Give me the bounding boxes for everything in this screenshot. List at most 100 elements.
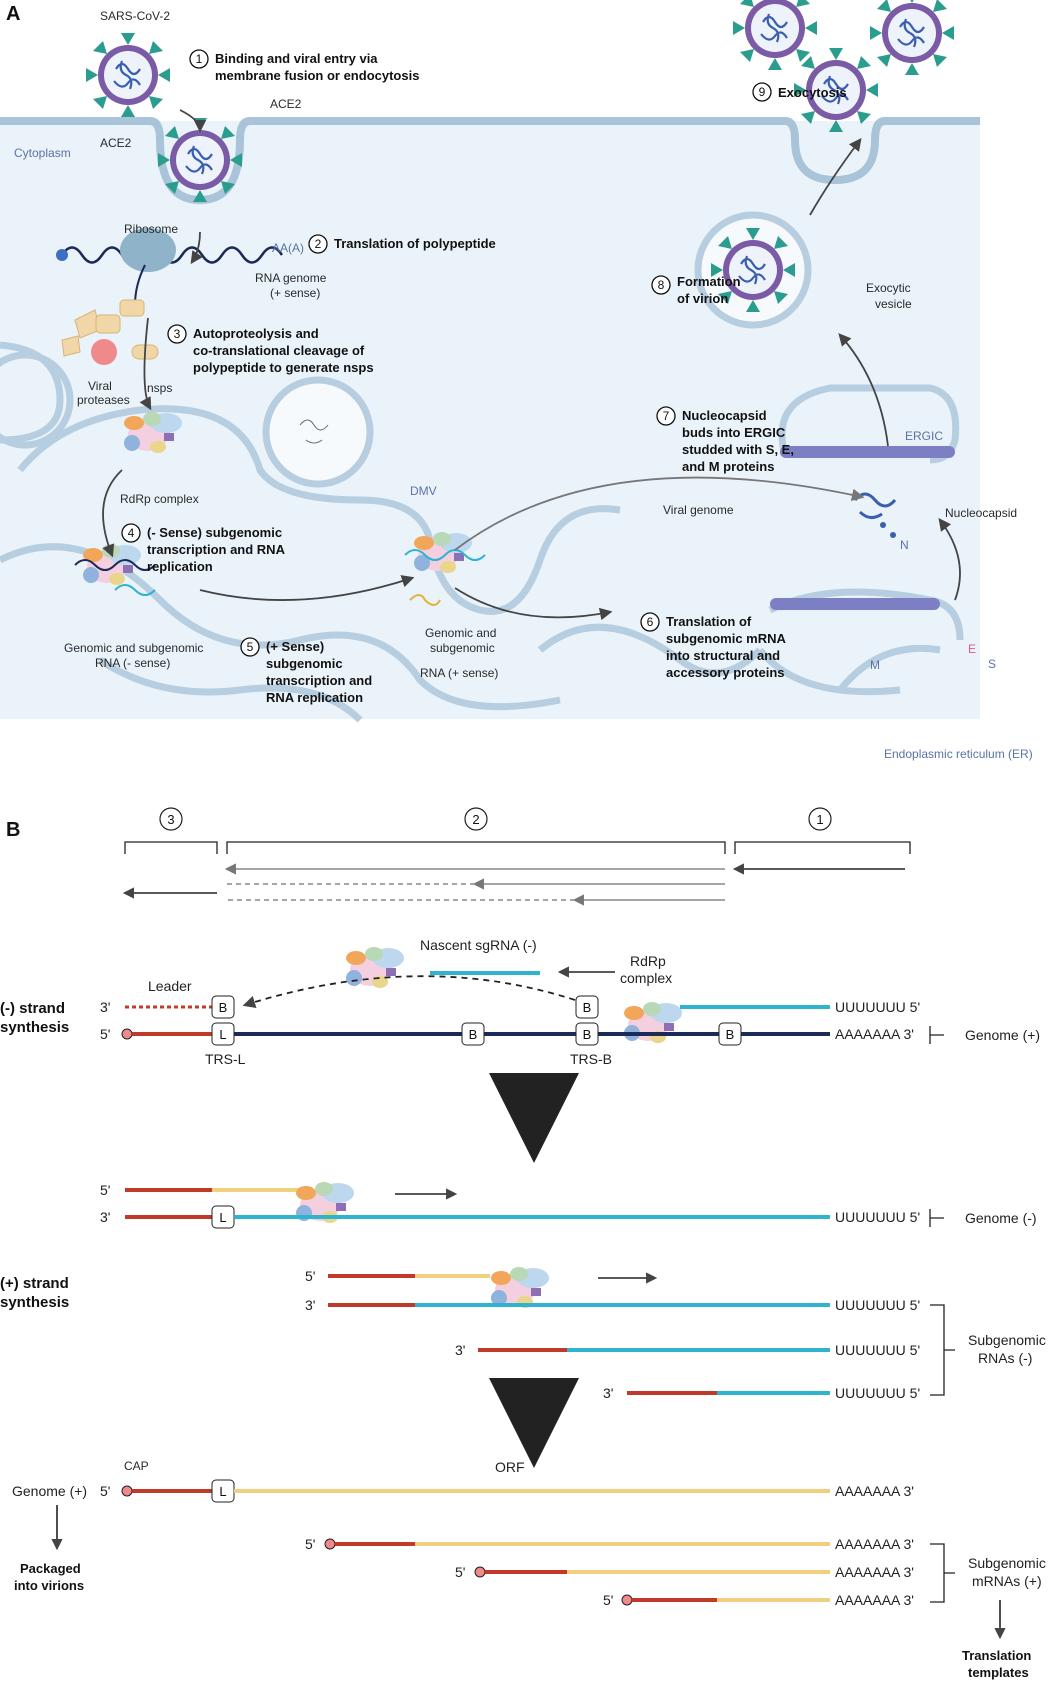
svg-text:replication: replication	[147, 559, 213, 574]
ribosome-icon	[120, 228, 176, 272]
svg-text:6: 6	[647, 615, 654, 629]
box-l-final: L	[211, 1479, 235, 1503]
box-b-genome-3: B	[718, 1022, 742, 1046]
released-virion-icon-1	[731, 0, 819, 72]
bracket-badge-1: 1	[808, 807, 832, 831]
ergic-protein-row	[780, 446, 955, 458]
orf-label: ORF	[495, 1459, 525, 1475]
svg-text:membrane fusion or endocytosis: membrane fusion or endocytosis	[215, 68, 419, 83]
translation-label-1: Translation	[962, 1648, 1031, 1663]
dmv-rna-tangle	[299, 419, 329, 444]
box-b-upper: B	[575, 995, 599, 1019]
exocytic-vesicle-label-2: vesicle	[875, 297, 912, 311]
exocytic-vesicle-label-1: Exocytic	[866, 281, 911, 295]
genome-negative-label: Genome (-)	[965, 1210, 1037, 1226]
box-l-genome-neg: L	[211, 1205, 235, 1229]
step-6: 6 Translation of subgenomic mRNA into st…	[640, 612, 787, 680]
genome-cap-icon	[121, 1028, 133, 1040]
svg-text:RNA replication: RNA replication	[266, 690, 363, 705]
svg-text:subgenomic: subgenomic	[266, 656, 343, 671]
final-genome-5prime: 5'	[100, 1483, 110, 1499]
svg-text:2: 2	[472, 812, 479, 827]
sg-rna-bracket	[930, 1304, 955, 1396]
svg-text:into structural and: into structural and	[666, 648, 780, 663]
released-virion-icon-3	[868, 0, 956, 77]
neg-synthesis-label-2: synthesis	[0, 1019, 69, 1036]
box-b-genome-1: B	[461, 1022, 485, 1046]
neg-synthesis-label-1: (-) strand	[0, 1000, 65, 1017]
sg3-3prime: 3'	[603, 1385, 613, 1401]
step-3: 3 Autoproteolysis and co-translational c…	[167, 324, 374, 375]
svg-text:Exocytosis: Exocytosis	[778, 85, 847, 100]
s-protein-label: S	[988, 657, 996, 671]
rdrp-template-icon	[624, 1002, 682, 1043]
svg-text:and M proteins: and M proteins	[682, 459, 774, 474]
rdrp-sg-icon	[491, 1267, 549, 1308]
viral-genome-label: Viral genome	[663, 503, 734, 517]
viral-proteases-label-2: proteases	[77, 393, 130, 407]
copy-5prime: 5'	[100, 1182, 110, 1198]
leader-label: Leader	[148, 978, 192, 994]
step-9: 9 Exocytosis	[752, 82, 847, 102]
box-b-genome-2: B	[575, 1022, 599, 1046]
svg-text:studded with S, E,: studded with S, E,	[682, 442, 794, 457]
final-genome-a3: AAAAAAA 3'	[835, 1483, 914, 1499]
subgenomic-mrnas-label-1: Subgenomic	[968, 1555, 1046, 1571]
svg-text:of virion: of virion	[677, 291, 728, 306]
panel-b-label: B	[6, 819, 20, 841]
step-5: 5 (+ Sense) subgenomic transcription and…	[240, 637, 372, 705]
e-protein-label: E	[968, 642, 976, 656]
svg-text:transcription and: transcription and	[266, 673, 372, 688]
svg-text:Formation: Formation	[677, 274, 741, 289]
rna-cap-icon	[56, 249, 68, 261]
svg-text:Translation of: Translation of	[666, 614, 752, 629]
mrna1-a3: AAAAAAA 3'	[835, 1536, 914, 1552]
genome-positive-final-label: Genome (+)	[12, 1483, 87, 1499]
svg-text:B: B	[219, 1000, 228, 1015]
synthesis-direction-arrows	[122, 863, 905, 906]
m-protein-label: M	[870, 658, 880, 672]
endocytosed-virion-icon	[156, 116, 244, 204]
rdrp-complex-label: RdRp complex	[120, 492, 199, 506]
step-2: 2 Translation of polypeptide	[308, 234, 496, 254]
svg-text:2: 2	[315, 237, 322, 251]
packaged-label-2: into virions	[14, 1578, 84, 1593]
dmv-membrane	[262, 376, 374, 488]
template-switch-arrow	[242, 975, 576, 1008]
mrna3-5prime: 5'	[603, 1592, 613, 1608]
subgenomic-mrnas-label-2: mRNAs (+)	[972, 1573, 1042, 1589]
genome-neg-u5: UUUUUUU 5'	[835, 1209, 920, 1225]
rna-genome-strand	[60, 246, 284, 264]
genome-a3: AAAAAAA 3'	[835, 1026, 914, 1042]
rdrp-label-1: RdRp	[630, 953, 666, 969]
svg-text:L: L	[219, 1484, 226, 1499]
sg1-u5: UUUUUUU 5'	[835, 1297, 920, 1313]
genome-positive-label: Genome (+)	[965, 1027, 1040, 1043]
cytoplasm-label: Cytoplasm	[14, 146, 71, 160]
dmv-label: DMV	[410, 484, 437, 498]
svg-text:L: L	[219, 1027, 226, 1042]
svg-text:B: B	[469, 1027, 478, 1042]
nsps-label: nsps	[147, 381, 172, 395]
polypeptide-fragments-icon	[61, 299, 159, 365]
sars-cov-2-label: SARS-CoV-2	[100, 9, 170, 23]
sg1-3prime: 3'	[305, 1297, 315, 1313]
subgenomic-rnas-label-1: Subgenomic	[968, 1332, 1046, 1348]
svg-text:8: 8	[658, 278, 665, 292]
step-7: 7 Nucleocapsid buds into ERGIC studded w…	[656, 406, 794, 474]
plasma-membrane	[0, 117, 980, 205]
panel-a-arrows	[102, 109, 961, 621]
er-protein-row	[770, 598, 940, 610]
svg-text:7: 7	[663, 409, 670, 423]
genome-neg-3prime: 3'	[100, 1209, 110, 1225]
svg-text:Translation of polypeptide: Translation of polypeptide	[334, 236, 496, 251]
sg-mrna-bracket	[930, 1543, 955, 1603]
sars-cov-2-virion-icon	[84, 31, 172, 119]
polya-label: AA(A)	[272, 241, 304, 255]
svg-text:transcription and RNA: transcription and RNA	[147, 542, 286, 557]
svg-text:subgenomic mRNA: subgenomic mRNA	[666, 631, 787, 646]
bracket-badge-3: 3	[159, 807, 183, 831]
dmv-left	[0, 351, 74, 449]
region-brackets	[124, 841, 911, 854]
svg-text:accessory proteins: accessory proteins	[666, 665, 785, 680]
